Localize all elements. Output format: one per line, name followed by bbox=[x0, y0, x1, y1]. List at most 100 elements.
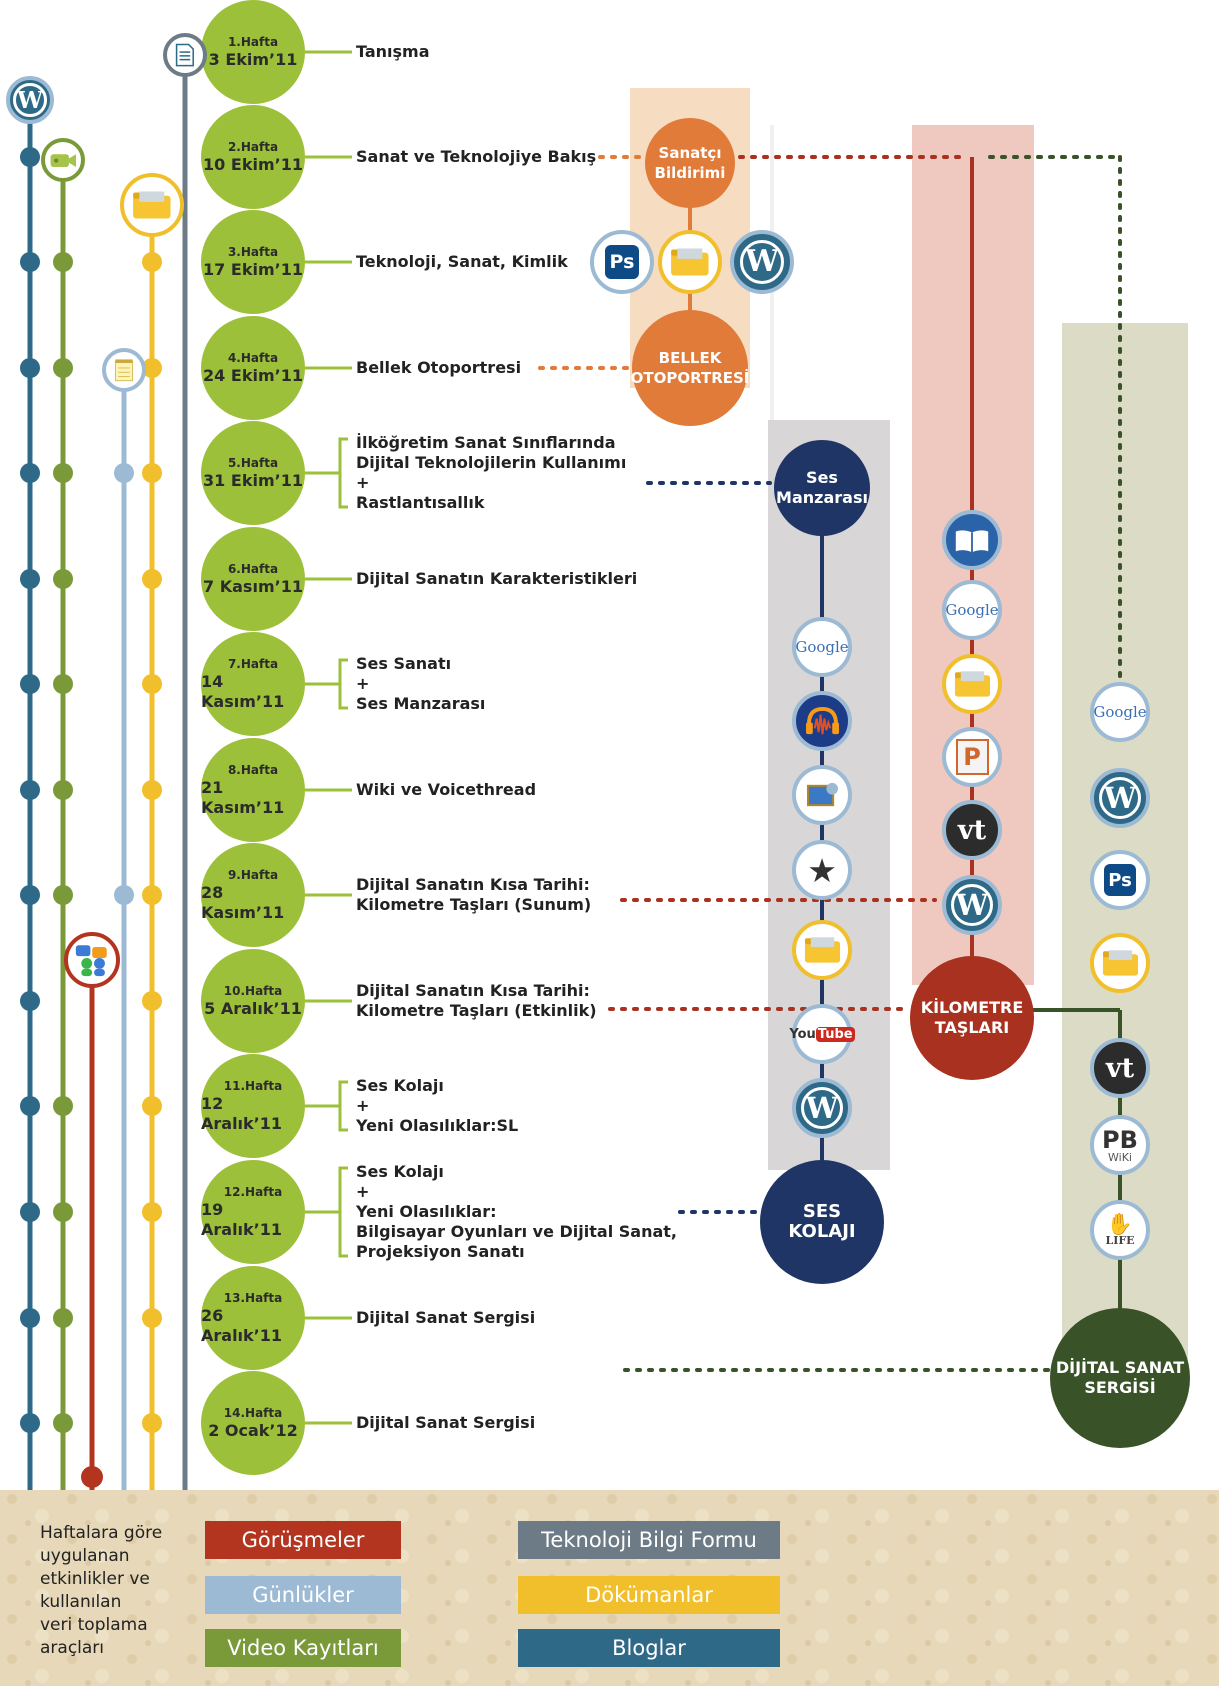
hub-label: Sanatçı bbox=[658, 144, 722, 162]
week-date: 12 Aralık’11 bbox=[201, 1093, 283, 1133]
track-dot bbox=[142, 569, 162, 589]
google-icon: Google bbox=[942, 580, 1002, 640]
week-number: 9.Hafta bbox=[227, 867, 279, 882]
folder-icon bbox=[792, 920, 852, 980]
hub-label: TAŞLARI bbox=[934, 1018, 1010, 1037]
hub-label: Ses bbox=[806, 468, 838, 487]
topic-line: Dijital Teknolojilerin Kullanımı bbox=[356, 453, 627, 472]
topic-line: İlköğretim Sanat Sınıflarında bbox=[356, 433, 616, 452]
track-dot bbox=[20, 252, 40, 272]
photoshop-icon: Ps bbox=[590, 230, 654, 294]
topic-line: Ses Kolajı bbox=[356, 1162, 444, 1181]
video-camera-icon bbox=[41, 138, 85, 182]
week-date: 31 Ekim’11 bbox=[203, 470, 303, 490]
track-dot bbox=[53, 1202, 73, 1222]
google-icon: Google bbox=[792, 617, 852, 677]
topic-line: Dijital Sanatın Kısa Tarihi: bbox=[356, 875, 590, 894]
topic-line: Dijital Sanatın Kısa Tarihi: bbox=[356, 981, 590, 1000]
track-dot bbox=[142, 463, 162, 483]
week-topic: Sanat ve Teknolojiye Bakış bbox=[356, 147, 596, 167]
folder-icon bbox=[120, 173, 184, 237]
track-dot bbox=[20, 991, 40, 1011]
track-dot bbox=[20, 463, 40, 483]
topic-line: Bellek Otoportresi bbox=[356, 358, 522, 377]
week-date: 10 Ekim’11 bbox=[203, 154, 303, 174]
topic-line: Teknoloji, Sanat, Kimlik bbox=[356, 252, 568, 271]
topic-line: Ses Sanatı bbox=[356, 654, 452, 673]
week-number: 6.Hafta bbox=[227, 561, 279, 576]
week-number: 11.Hafta bbox=[223, 1078, 283, 1093]
week-topic: Dijital Sanatın Kısa Tarihi:Kilometre Ta… bbox=[356, 875, 591, 915]
track-dot bbox=[114, 885, 134, 905]
track-dot bbox=[142, 1413, 162, 1433]
hub-label: KİLOMETRE bbox=[920, 998, 1024, 1017]
topic-line: Projeksiyon Sanatı bbox=[356, 1242, 525, 1261]
week-number: 2.Hafta bbox=[227, 139, 279, 154]
week-topic: Teknoloji, Sanat, Kimlik bbox=[356, 252, 568, 272]
track-dot bbox=[20, 780, 40, 800]
topic-line: Ses Manzarası bbox=[356, 694, 486, 713]
week-date: 24 Ekim’11 bbox=[203, 365, 303, 385]
track-dot bbox=[53, 1413, 73, 1433]
week-number: 12.Hafta bbox=[223, 1184, 283, 1199]
book-icon bbox=[942, 510, 1002, 570]
topic-line: Rastlantısallık bbox=[356, 493, 485, 512]
track-dot bbox=[53, 252, 73, 272]
track-dot bbox=[142, 1308, 162, 1328]
track-dot bbox=[114, 463, 134, 483]
week-date: 19 Aralık’11 bbox=[201, 1199, 283, 1239]
track-dot bbox=[142, 780, 162, 800]
document-icon bbox=[163, 33, 207, 77]
week-number: 4.Hafta bbox=[227, 350, 279, 365]
week-number: 5.Hafta bbox=[227, 455, 279, 470]
wordpress-icon: W bbox=[942, 875, 1002, 935]
track-dot bbox=[142, 674, 162, 694]
topic-line: Dijital Sanatın Karakteristikleri bbox=[356, 569, 638, 588]
hub-label: SERGİSİ bbox=[1084, 1378, 1156, 1397]
week-date: 5 Aralık’11 bbox=[204, 998, 302, 1018]
week-date: 21 Kasım’11 bbox=[201, 777, 285, 817]
track-dot bbox=[81, 1466, 103, 1488]
track-dot bbox=[53, 1096, 73, 1116]
hub-label: Bildirimi bbox=[654, 164, 726, 182]
week-topic: Dijital Sanat Sergisi bbox=[356, 1413, 535, 1433]
week-number: 1.Hafta bbox=[227, 34, 279, 49]
legend-item: Görüşmeler bbox=[205, 1521, 401, 1559]
track-dot bbox=[20, 1096, 40, 1116]
voicethread-icon: vt bbox=[942, 800, 1002, 860]
hub-label: OTOPORTRESİ bbox=[630, 369, 750, 387]
hub-label: Manzarası bbox=[776, 488, 868, 507]
topic-line: Kilometre Taşları (Sunum) bbox=[356, 895, 592, 914]
track-dot bbox=[20, 358, 40, 378]
hub-label: DİJİTAL SANAT bbox=[1055, 1358, 1185, 1377]
topic-line: + bbox=[356, 1182, 370, 1201]
track-dot bbox=[20, 1308, 40, 1328]
hub-bellek: BELLEK OTOPORTRESİ bbox=[630, 310, 750, 426]
track-dot bbox=[20, 674, 40, 694]
topic-line: Dijital Sanat Sergisi bbox=[356, 1308, 536, 1327]
photoshop-icon: Ps bbox=[1090, 850, 1150, 910]
google-icon: Google bbox=[1090, 682, 1150, 742]
sergi-column bbox=[1062, 323, 1188, 1363]
track-dot bbox=[53, 780, 73, 800]
week-topic: Ses Sanatı+Ses Manzarası bbox=[356, 654, 485, 714]
legend-description: Haftalara göre uygulanan etkinlikler ve … bbox=[40, 1523, 163, 1658]
topic-line: Ses Kolajı bbox=[356, 1076, 444, 1095]
track-dot bbox=[53, 358, 73, 378]
hub-label: BELLEK bbox=[658, 349, 722, 367]
week-date: 2 Ocak’12 bbox=[208, 1420, 298, 1440]
